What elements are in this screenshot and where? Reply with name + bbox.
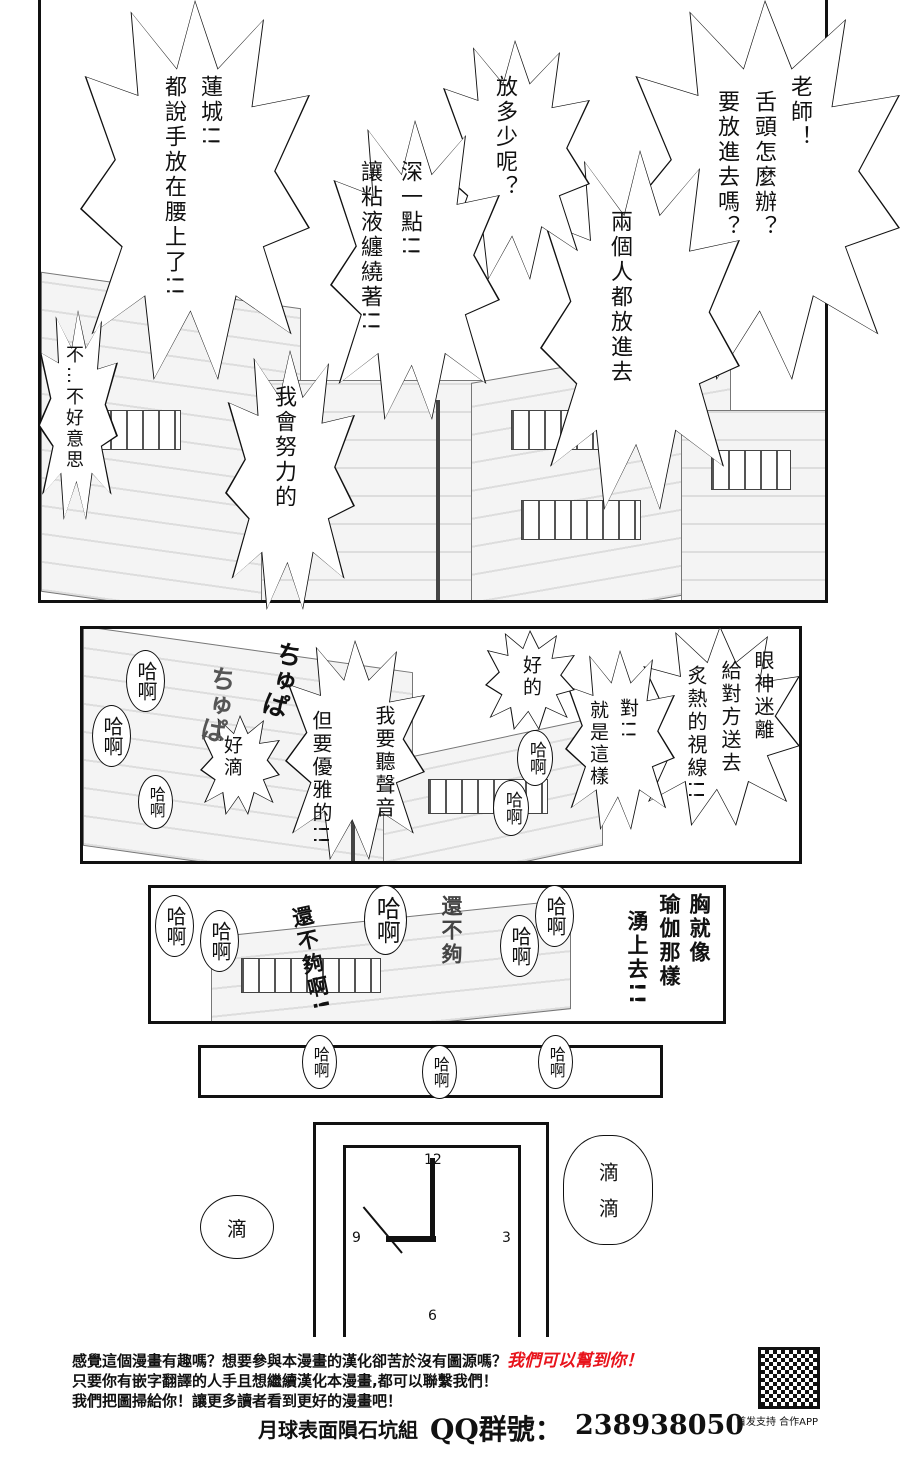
dialogue: 好的: [520, 655, 542, 699]
app-caption: 首发支持 合作APP: [736, 1417, 819, 1428]
clock-number-6: 6: [428, 1308, 437, 1324]
dialogue: 放多少呢？: [492, 75, 517, 200]
dialogue: 不…不好意思: [63, 345, 84, 471]
qr-code[interactable]: [758, 1347, 820, 1409]
sound-text: 滴: [595, 1162, 620, 1182]
narration: 眼神迷離: [751, 650, 775, 742]
dialogue-bold: 瑜伽那樣: [657, 893, 681, 989]
window: [521, 500, 641, 540]
window: [711, 450, 791, 490]
dialogue: 讓粘液纏繞著!!: [357, 160, 382, 334]
qq-number: 238938050: [575, 1410, 745, 1441]
dialogue: 但要優雅的!!: [309, 710, 333, 848]
promo-line-2: 只要你有嵌字翻譯的人手且想繼續漢化本漫畫,都可以聯繫我們！: [72, 1372, 498, 1390]
sound-text: 滴: [595, 1198, 620, 1218]
narration: 給對方送去: [718, 660, 742, 775]
sound-text: 滴: [227, 1216, 247, 1241]
moan-bubble: 哈啊: [92, 705, 131, 767]
dialogue: 舌頭怎麼辦？: [751, 90, 776, 240]
clock-number-3: 3: [502, 1230, 511, 1246]
moan-bubble: 哈啊: [538, 1035, 573, 1089]
dialogue: 我要聽聲音: [372, 705, 396, 820]
hour-hand: [386, 1236, 436, 1242]
dialogue: 要放進去嗎？: [714, 90, 739, 240]
moan-bubble: 哈啊: [535, 885, 574, 947]
dialogue: 我會努力的: [271, 385, 296, 510]
dialogue-bold: 胸就像: [687, 893, 711, 965]
dialogue: 深一點!!: [397, 160, 422, 259]
moan-bubble: 哈啊: [138, 775, 173, 829]
moan-bubble: 哈啊: [302, 1035, 337, 1089]
dialogue: 老師！: [787, 75, 812, 150]
dialogue: 都說手放在腰上了!!: [161, 75, 186, 299]
dialogue: 兩個人都放進去: [607, 210, 632, 385]
second-hand: [362, 1206, 403, 1254]
moan-bubble: 哈啊: [493, 780, 529, 836]
dialogue: 就是這樣: [587, 700, 609, 788]
minute-hand: [430, 1158, 435, 1240]
dialogue-bold: 湧上去!!: [625, 910, 649, 1008]
promo-line-1: 感覺這個漫畫有趣嗎？想要參與本漫畫的漢化卻苦於沒有圖源嗎？我們可以幫到你！: [72, 1351, 644, 1371]
dialogue-bold: 還不夠: [439, 895, 463, 967]
clock-face: 12 3 6 9: [343, 1145, 521, 1337]
group-name: 月球表面隕石坑組: [258, 1418, 418, 1442]
dialogue: 好滴: [221, 735, 243, 779]
clock-number-9: 9: [352, 1230, 361, 1246]
street-lamp: [436, 400, 440, 600]
promo-line-3: 我們把圖掃給你！讓更多讀者看到更好的漫畫吧！: [72, 1392, 403, 1410]
moan-bubble: 哈啊: [155, 895, 194, 957]
moan-bubble: 哈啊: [517, 730, 553, 786]
moan-bubble: 哈啊: [200, 910, 239, 972]
dialogue: 蓮城!!: [197, 75, 222, 149]
moan-bubble: 哈啊: [500, 915, 539, 977]
clock-frame: [313, 1122, 549, 1337]
drip-bubble: 滴: [200, 1195, 274, 1259]
dialogue: 對!!: [617, 698, 639, 742]
moan-bubble: 哈啊: [422, 1045, 457, 1099]
qq-label: QQ群號：: [430, 1413, 563, 1446]
promo-highlight: 我們可以幫到你！: [507, 1351, 644, 1371]
moan-bubble: 哈啊: [126, 650, 165, 712]
window: [241, 958, 381, 993]
panel-3: [148, 885, 726, 1024]
moan-bubble: 哈啊: [364, 885, 408, 955]
narration: 炙熱的視線!!: [684, 665, 708, 803]
drip-bubble: 滴滴: [563, 1135, 653, 1245]
